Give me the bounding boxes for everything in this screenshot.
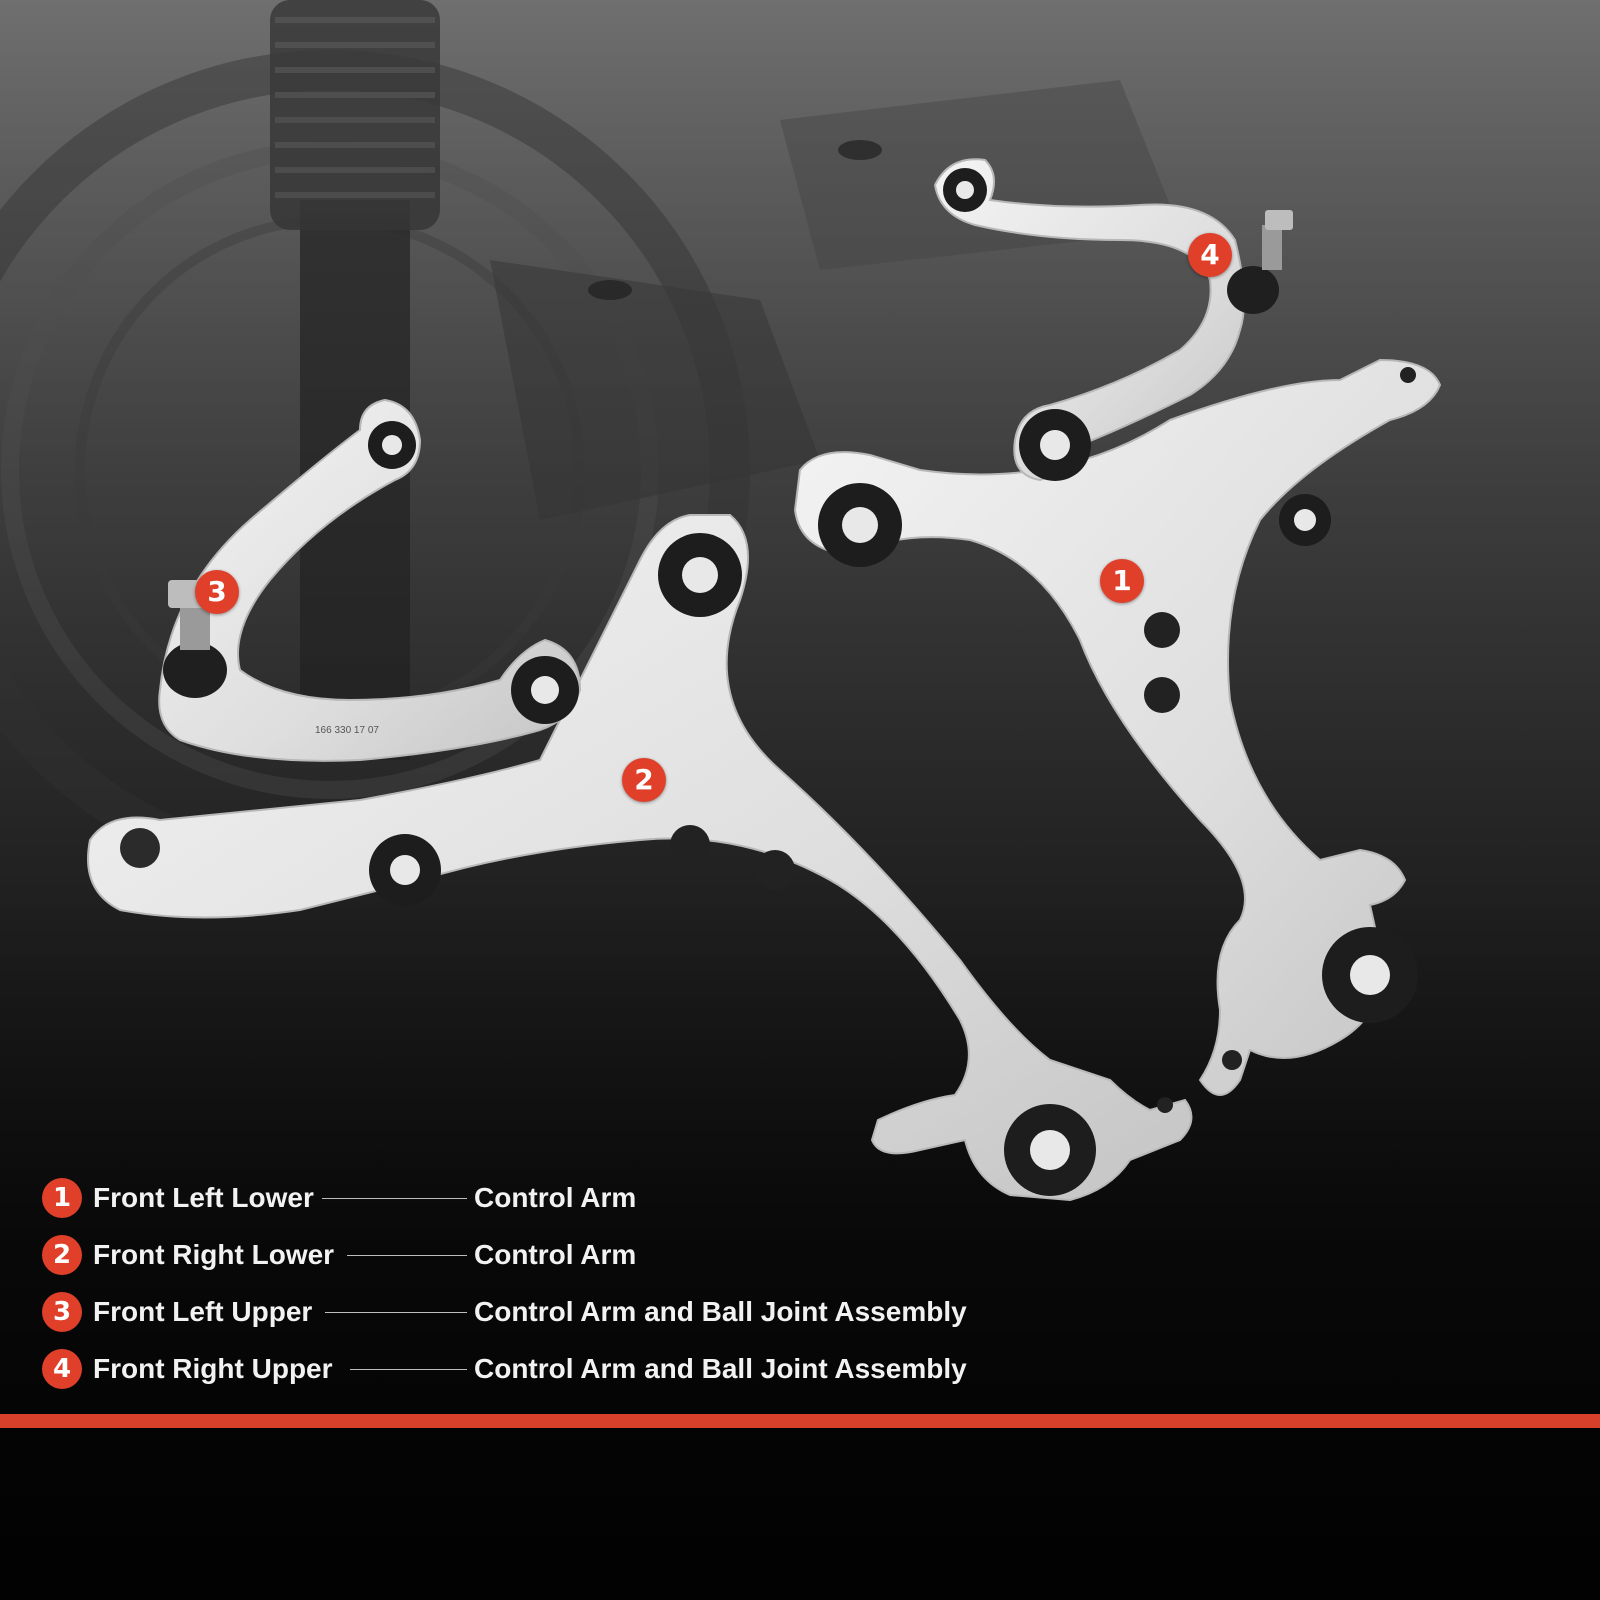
marker-1: 1 <box>1100 559 1144 603</box>
red-divider-bar <box>0 1414 1600 1428</box>
marker-3: 3 <box>195 570 239 614</box>
legend-number: 4 <box>42 1349 82 1389</box>
front-right-upper-control-arm <box>933 158 1293 482</box>
legend-position: Front Right Lower <box>93 1239 335 1270</box>
legend: 1 Front Left Lower Control Arm 2 Front R… <box>40 1178 1140 1406</box>
legend-position: Front Right Upper <box>93 1353 333 1384</box>
legend-connector-line <box>325 1312 467 1313</box>
front-left-upper-control-arm: 166 330 17 07 <box>158 398 582 762</box>
marker-2: 2 <box>622 758 666 802</box>
front-left-lower-control-arm <box>793 358 1442 1096</box>
legend-description: Control Arm <box>474 1182 637 1213</box>
legend-description: Control Arm and Ball Joint Assembly <box>474 1296 967 1327</box>
legend-row-1: 1 Front Left Lower Control Arm <box>40 1178 1140 1235</box>
legend-row-2: 2 Front Right Lower Control Arm <box>40 1235 1140 1292</box>
legend-row-4: 4 Front Right Upper Control Arm and Ball… <box>40 1349 1140 1406</box>
legend-connector-line <box>322 1198 467 1199</box>
legend-number: 2 <box>42 1235 82 1275</box>
front-right-lower-control-arm <box>87 514 1193 1202</box>
legend-number: 1 <box>42 1178 82 1218</box>
legend-connector-line <box>347 1255 467 1256</box>
legend-position: Front Left Upper <box>93 1296 313 1327</box>
part-number-engraving: 166 330 17 07 <box>315 725 379 736</box>
legend-description: Control Arm <box>474 1239 637 1270</box>
legend-description: Control Arm and Ball Joint Assembly <box>474 1353 967 1384</box>
marker-4: 4 <box>1188 233 1232 277</box>
legend-connector-line <box>350 1369 467 1370</box>
legend-number: 3 <box>42 1292 82 1332</box>
legend-row-3: 3 Front Left Upper Control Arm and Ball … <box>40 1292 1140 1349</box>
legend-position: Front Left Lower <box>93 1182 314 1213</box>
